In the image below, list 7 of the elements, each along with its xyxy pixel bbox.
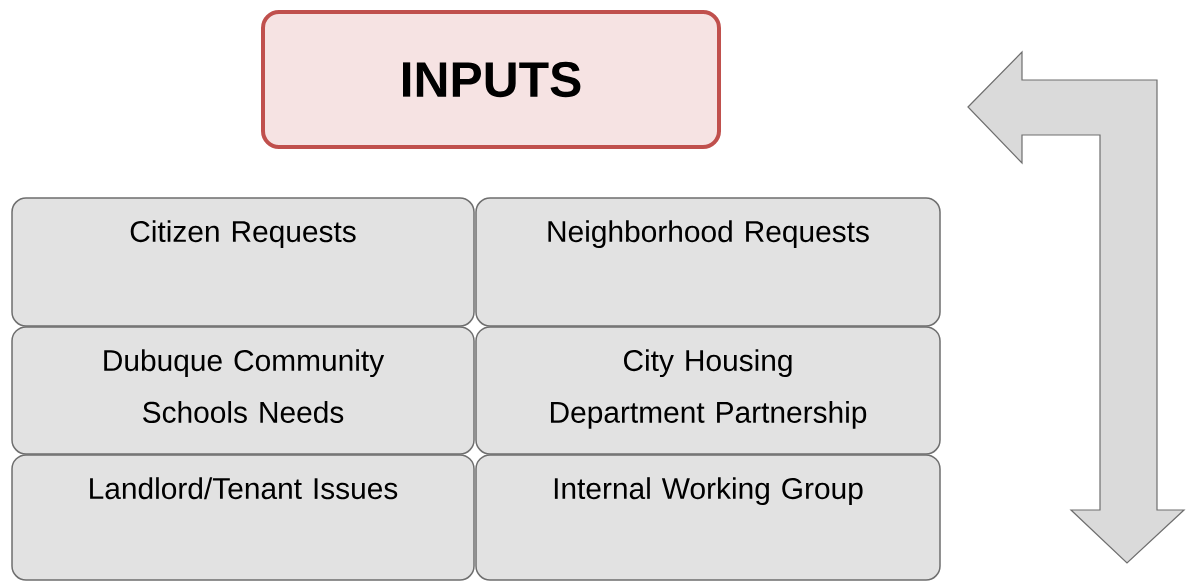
input-box: Neighborhood Requests [475,197,941,327]
input-box: Internal Working Group [475,454,941,581]
title-box: INPUTS [261,10,721,149]
input-box: Citizen Requests [11,197,475,327]
input-box: Landlord/Tenant Issues [11,454,475,581]
input-box: City Housing Department Partnership [475,326,941,455]
input-box: Dubuque Community Schools Needs [11,326,475,455]
